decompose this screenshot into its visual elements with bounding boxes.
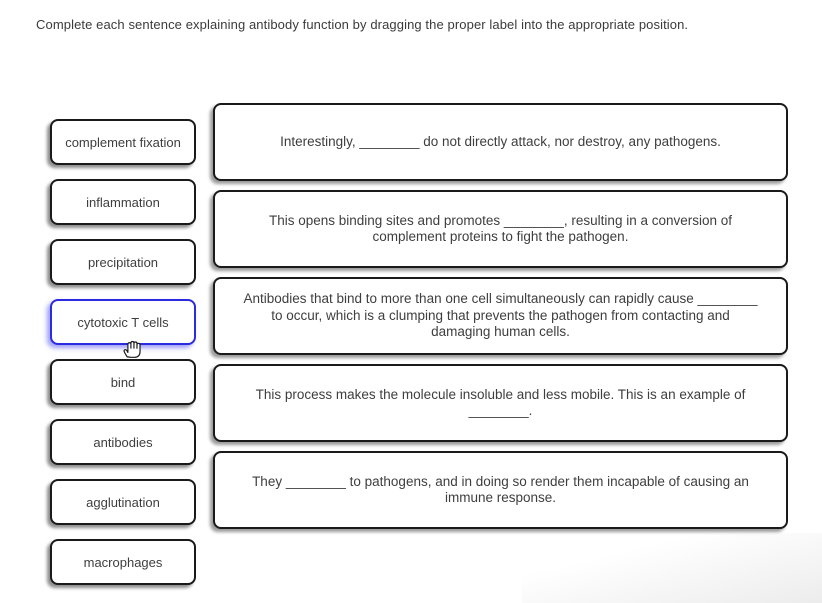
label-macrophages[interactable]: macrophages xyxy=(50,539,196,585)
label-bind[interactable]: bind xyxy=(50,359,196,405)
label-precipitation[interactable]: precipitation xyxy=(50,239,196,285)
label-text: cytotoxic T cells xyxy=(77,314,169,330)
label-cytotoxic-t-cells[interactable]: cytotoxic T cells xyxy=(50,299,196,345)
sentence-dropzone-5[interactable]: They ________ to pathogens, and in doing… xyxy=(213,451,788,529)
sentence-text: This process makes the molecule insolubl… xyxy=(255,386,746,419)
sentence-text: Interestingly, ________ do not directly … xyxy=(280,133,721,149)
label-text: inflammation xyxy=(86,194,160,210)
sentence-text: They ________ to pathogens, and in doing… xyxy=(252,473,749,506)
sentence-dropzone-1[interactable]: Interestingly, ________ do not directly … xyxy=(213,103,788,181)
label-text: macrophages xyxy=(83,554,163,570)
page-title: Complete each sentence explaining antibo… xyxy=(36,17,689,32)
label-text: precipitation xyxy=(87,254,159,270)
label-inflammation[interactable]: inflammation xyxy=(50,179,196,225)
label-text: bind xyxy=(110,374,136,390)
label-text: complement fixation xyxy=(65,134,181,150)
label-complement-fixation[interactable]: complement fixation xyxy=(50,119,196,165)
label-agglutination[interactable]: agglutination xyxy=(50,479,196,525)
sentence-dropzone-4[interactable]: This process makes the molecule insolubl… xyxy=(213,364,788,442)
label-text: agglutination xyxy=(86,494,160,510)
sentence-text: This opens binding sites and promotes __… xyxy=(268,212,733,245)
sentence-dropzone-2[interactable]: This opens binding sites and promotes __… xyxy=(213,190,788,268)
sentence-dropzone-3[interactable]: Antibodies that bind to more than one ce… xyxy=(213,277,788,355)
label-column: complement fixation inflammation precipi… xyxy=(50,119,196,599)
sentence-column: Interestingly, ________ do not directly … xyxy=(213,103,788,538)
sentence-text: Antibodies that bind to more than one ce… xyxy=(243,291,758,340)
label-antibodies[interactable]: antibodies xyxy=(50,419,196,465)
corner-gradient xyxy=(522,533,822,603)
label-text: antibodies xyxy=(93,434,153,450)
